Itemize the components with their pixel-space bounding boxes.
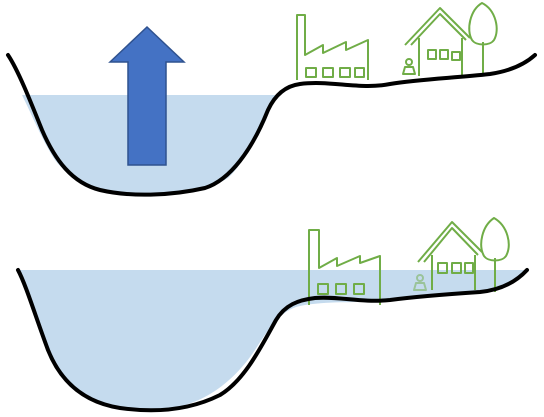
tree-icon bbox=[469, 3, 496, 76]
water-after bbox=[18, 270, 527, 409]
panel-after bbox=[18, 218, 527, 410]
panel-before bbox=[8, 3, 535, 195]
house-icon bbox=[405, 8, 470, 76]
person-icon bbox=[403, 59, 415, 74]
factory-icon bbox=[297, 15, 368, 80]
